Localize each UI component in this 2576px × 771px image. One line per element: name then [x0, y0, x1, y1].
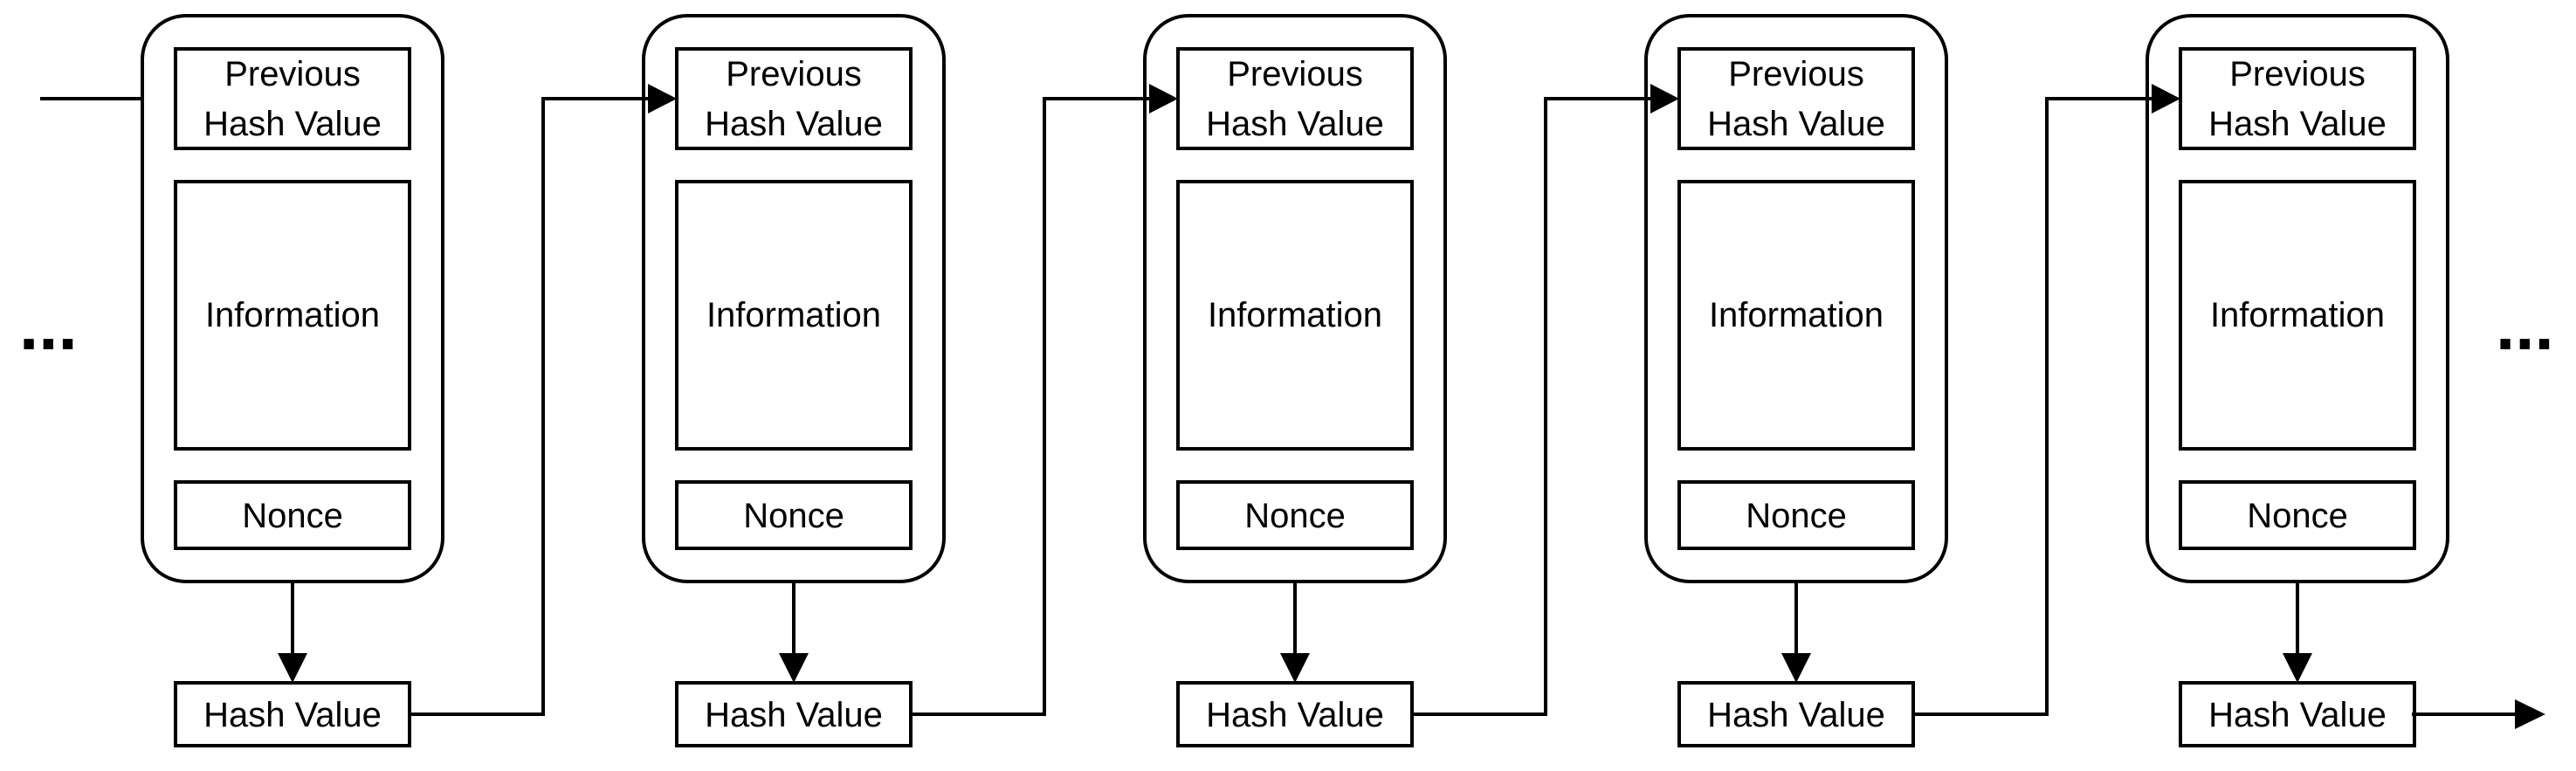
down-arrow [779, 582, 809, 683]
down-arrow [1781, 582, 1811, 683]
hash-value-label: Hash Value [2208, 696, 2387, 734]
information-box [1176, 180, 1414, 451]
hash-value-label: Hash Value [705, 696, 883, 734]
nonce-label: Nonce [743, 497, 844, 535]
previous-hash-label-line1: Previous [1227, 55, 1363, 93]
hash-value-label: Hash Value [203, 696, 382, 734]
information-box [1677, 180, 1915, 451]
down-arrow [278, 582, 307, 683]
information-label: Information [1208, 296, 1382, 334]
trailing-ellipsis: ... [2496, 286, 2554, 364]
previous-hash-label-line1: Previous [224, 55, 361, 93]
previous-hash-label-line2: Hash Value [203, 105, 382, 143]
down-arrow [2283, 582, 2312, 683]
previous-hash-label-line2: Hash Value [705, 105, 883, 143]
hash-value-label: Hash Value [1206, 696, 1384, 734]
down-arrow [1280, 582, 1310, 683]
hash-value-box [1677, 681, 1915, 747]
nonce-box [174, 480, 411, 550]
previous-hash-label-line1: Previous [1728, 55, 1864, 93]
previous-hash-label-line1: Previous [726, 55, 862, 93]
hash-value-box [2179, 681, 2416, 747]
information-label: Information [2210, 296, 2385, 334]
hash-link-connector [410, 84, 677, 716]
information-box [174, 180, 411, 451]
previous-hash-label-line1: Previous [2229, 55, 2366, 93]
information-label: Information [1709, 296, 1884, 334]
previous-hash-label-line2: Hash Value [2208, 105, 2387, 143]
hash-link-connector [911, 84, 1178, 716]
information-box [675, 180, 913, 451]
hash-value-box [675, 681, 913, 747]
previous-hash-box [1677, 47, 1915, 150]
information-label: Information [205, 296, 380, 334]
nonce-label: Nonce [1746, 497, 1847, 535]
exit-arrow [2412, 699, 2545, 729]
hash-value-box [1176, 681, 1414, 747]
information-box [2179, 180, 2416, 451]
nonce-label: Nonce [1244, 497, 1346, 535]
previous-hash-label-line2: Hash Value [1707, 105, 1885, 143]
hash-link-connector [1913, 84, 2180, 716]
leading-ellipsis: ... [19, 286, 78, 364]
hash-link-connector [1412, 84, 1679, 716]
nonce-label: Nonce [242, 497, 343, 535]
nonce-box [1677, 480, 1915, 550]
information-label: Information [706, 296, 881, 334]
nonce-label: Nonce [2247, 497, 2348, 535]
previous-hash-box [1176, 47, 1414, 150]
nonce-box [1176, 480, 1414, 550]
nonce-box [2179, 480, 2416, 550]
hash-value-label: Hash Value [1707, 696, 1885, 734]
hash-value-box [174, 681, 411, 747]
previous-hash-label-line2: Hash Value [1206, 105, 1384, 143]
previous-hash-box [675, 47, 913, 150]
previous-hash-box [174, 47, 411, 150]
nonce-box [675, 480, 913, 550]
